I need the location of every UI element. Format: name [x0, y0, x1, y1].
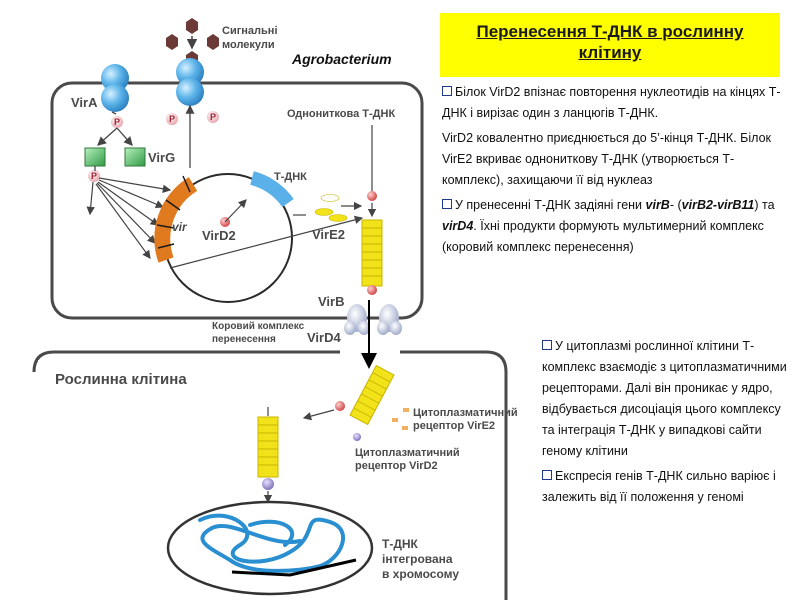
- agrobacterium-cell: [50, 81, 424, 320]
- core-complex-label-1: Коровий комплекс: [212, 321, 305, 332]
- virg-label: VirG: [148, 150, 175, 165]
- vird4-label: VirD4: [307, 330, 341, 345]
- bullet-4-text: Експресія генів Т-ДНК сильно варіює і за…: [542, 469, 776, 504]
- bullet-2-text-a: У пренесенні Т-ДНК задіяні гени: [455, 198, 646, 212]
- cyto-rec-vire2-label-2: рецептор VirE2: [413, 420, 495, 432]
- single-strand-tdna-label: Однониткова Т-ДНК: [287, 108, 395, 120]
- vira-receptor: [101, 58, 204, 112]
- vira-label: VirA: [71, 95, 98, 110]
- cyto-rec-vire2-label-1: Цитоплазматичний: [413, 407, 518, 419]
- checkbox-bullet-icon: [542, 470, 552, 480]
- core-complex-label-2: перенесення: [212, 334, 276, 345]
- bullet-2-virb: virB: [645, 198, 670, 212]
- t-complex-helix: [361, 219, 383, 287]
- cyto-rec-vird2-label-2: рецептор VirD2: [355, 460, 438, 472]
- phosphate-markers: P P P P: [88, 111, 219, 182]
- integrated-label-2: інтегрована: [382, 552, 453, 566]
- signal-molecules-label-1: Сигнальні: [222, 25, 278, 37]
- bullet-1-text: Білок VirD2 впізнає повторення нуклеотид…: [442, 85, 781, 120]
- tdna-segment: [249, 171, 294, 208]
- checkbox-bullet-icon: [542, 340, 552, 350]
- plant-cell-banner: [38, 360, 338, 392]
- bullet-3-text: У цитоплазмі рослинної клітини Т-комплек…: [542, 339, 787, 458]
- vire2-proteins: [314, 194, 348, 222]
- tdna-label: Т-ДНК: [274, 171, 307, 183]
- vird2-label: VirD2: [202, 228, 236, 243]
- bullet-4: Експресія генів Т-ДНК сильно варіює і за…: [542, 466, 792, 508]
- vire2-label: VirE2: [312, 227, 345, 242]
- text-block-upper: Білок VirD2 впізнає повторення нуклеотид…: [442, 82, 790, 262]
- signal-molecules-label-2: молекули: [222, 39, 275, 51]
- bullet-2-range: virB2-virB11: [681, 198, 755, 212]
- vir-activation-arrows: [86, 177, 172, 259]
- agrobacterium-label: Agrobacterium: [291, 51, 392, 67]
- t-complex-cytoplasm: [349, 364, 395, 426]
- vir-label: vir: [172, 220, 188, 234]
- checkbox-bullet-icon: [442, 86, 452, 96]
- integrated-label-1: Т-ДНК: [382, 537, 419, 551]
- text-block-lower: У цитоплазмі рослинної клітини Т-комплек…: [542, 336, 792, 512]
- bullet-2-text-b: - (: [669, 198, 682, 212]
- core-transfer-complex: [344, 304, 402, 335]
- bullet-1-continuation: VirD2 ковалентно приєднюється до 5’-кінц…: [442, 128, 790, 191]
- bullet-1-cont-text: VirD2 ковалентно приєднюється до 5’-кінц…: [442, 131, 771, 187]
- bullet-3: У цитоплазмі рослинної клітини Т-комплек…: [542, 336, 792, 462]
- svg-text:P: P: [169, 114, 175, 124]
- slide-title: Перенесення Т-ДНК в рослинну клітину: [440, 13, 780, 77]
- virg-protein: [84, 147, 146, 167]
- svg-text:P: P: [210, 112, 216, 122]
- bullet-2-vird4: virD4: [442, 219, 474, 233]
- svg-text:P: P: [114, 117, 120, 127]
- vird2-receptor: [353, 433, 361, 441]
- plant-cell-outline: [32, 350, 508, 600]
- vird2-ss-tdna: [367, 191, 377, 201]
- integrated-tdna: [231, 558, 357, 577]
- chromosome: [198, 513, 345, 573]
- cyto-rec-vird2-label-1: Цитоплазматичний: [355, 447, 460, 459]
- vire2-receptors: [392, 408, 409, 430]
- checkbox-bullet-icon: [442, 199, 452, 209]
- slide-title-text: Перенесення Т-ДНК в рослинну клітину: [476, 22, 744, 62]
- bullet-2-text-d: . Їхні продукти формують мультимерний ко…: [442, 219, 764, 254]
- svg-text:P: P: [91, 171, 97, 181]
- bullet-1: Білок VirD2 впізнає повторення нуклеотид…: [442, 82, 790, 124]
- virb-label: VirB: [318, 294, 345, 309]
- vir-region: [154, 177, 198, 263]
- t-complex-nuclear: [257, 407, 279, 504]
- integrated-label-3: в хромосому: [382, 567, 459, 581]
- plant-cell-label: Рослинна клітина: [55, 371, 187, 388]
- bullet-2-text-c: ) та: [754, 198, 775, 212]
- bullet-2: У пренесенні Т-ДНК задіяні гени virB- (v…: [442, 195, 790, 258]
